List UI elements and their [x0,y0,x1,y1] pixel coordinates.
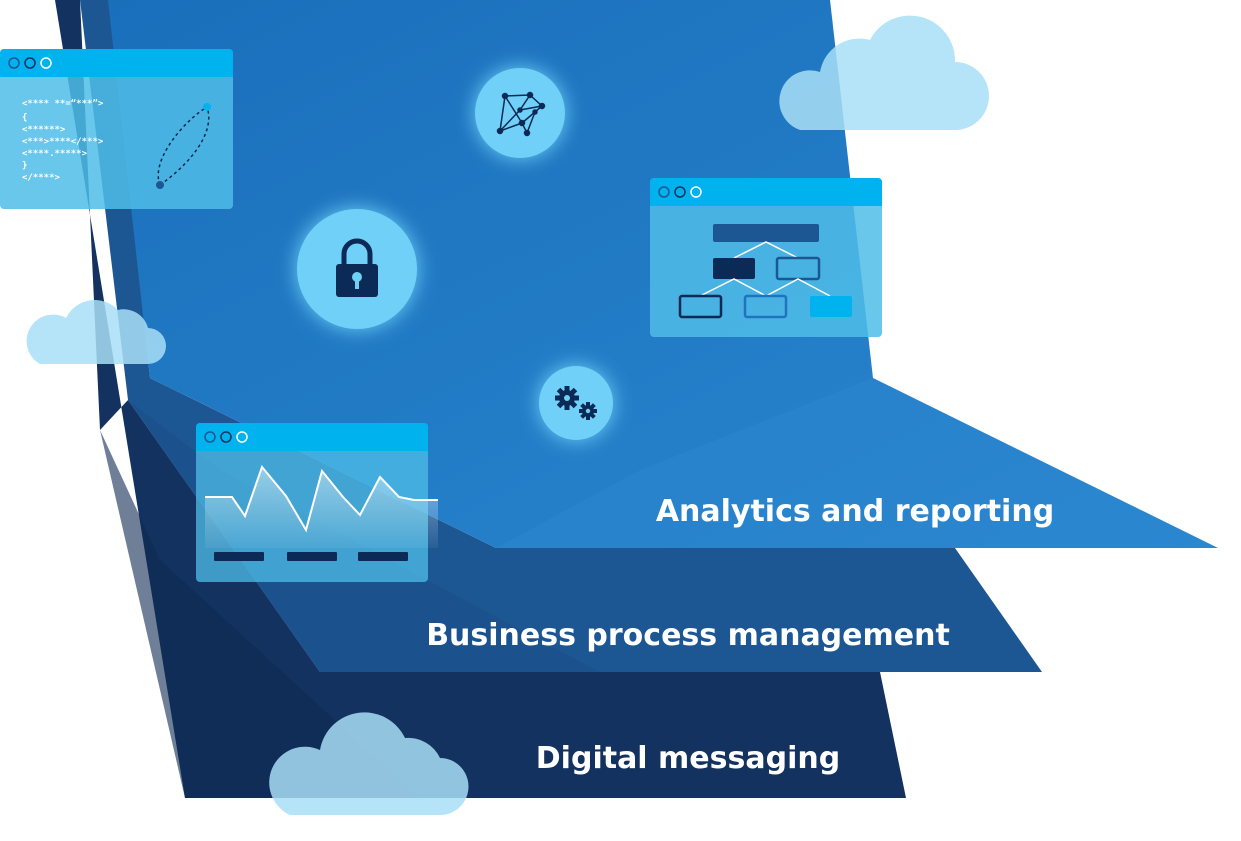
label-digital-messaging: Digital messaging [536,741,840,776]
layer-facet [496,378,1218,548]
gears-icon [539,366,613,440]
window-dot [204,431,216,443]
window-dot [8,57,20,69]
layer-facet [100,430,420,798]
cloud-icon [779,15,989,131]
lock-icon [297,209,417,329]
label-analytics-and-reporting: Analytics and reporting [656,494,1054,529]
window-dot [40,57,52,69]
code-line: } [22,161,27,171]
window-dot [236,431,248,443]
window-dot [658,186,670,198]
code-line: <**** **=“***”> [22,99,104,109]
label-business-process-management: Business process management [426,618,950,653]
code-line: <***>****</***> [22,137,104,147]
code-line: <****.*****> [22,149,88,159]
org-chart-window-icon [650,178,882,337]
window-dot [24,57,36,69]
code-line: </****> [22,173,61,183]
window-dot [674,186,686,198]
cloud-icon [269,712,469,815]
layer-facet [128,400,600,672]
window-dot [220,431,232,443]
network-icon [475,68,565,158]
window-dot [690,186,702,198]
code-window-icon: <**** **=“***”> { <******> <***>****</**… [0,49,233,209]
code-line: <******> [22,125,66,135]
cloud-icon [26,300,166,364]
code-line: { [22,113,27,123]
line-chart-window-icon [196,423,438,582]
layer-digital-messaging [55,0,906,798]
